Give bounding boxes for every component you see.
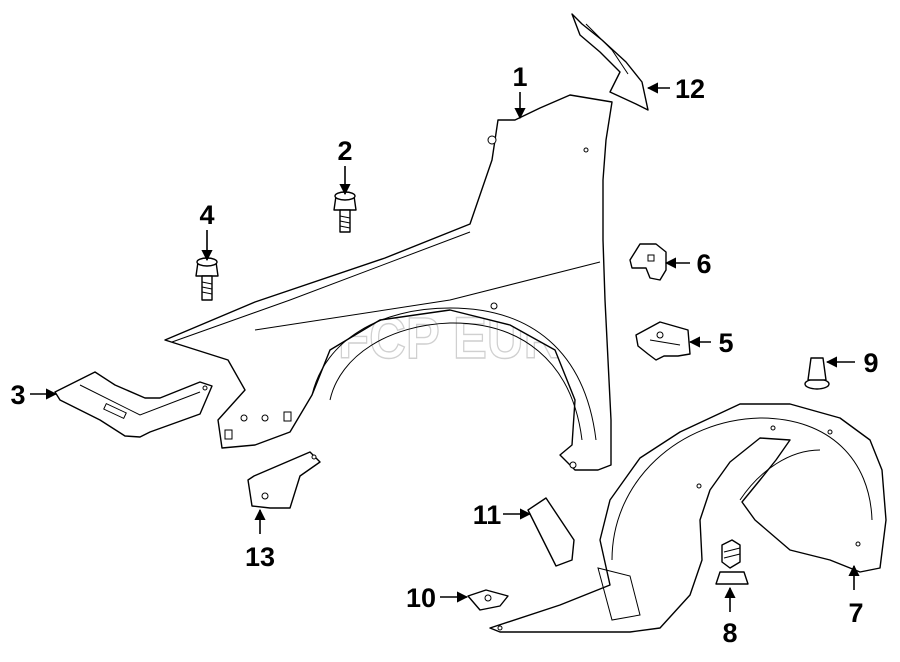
part-bolt-2[interactable] xyxy=(333,191,357,233)
part-seal-pad[interactable] xyxy=(527,497,575,567)
part-mounting-bracket-5[interactable] xyxy=(635,321,691,361)
part-clip-bracket-6[interactable] xyxy=(629,243,667,281)
callout-1: 1 xyxy=(512,62,527,92)
callout-2: 2 xyxy=(337,136,352,166)
callout-7: 7 xyxy=(848,598,863,628)
callout-4: 4 xyxy=(199,200,214,230)
callout-9: 9 xyxy=(863,348,878,378)
callout-5: 5 xyxy=(718,328,733,358)
part-fender-liner[interactable] xyxy=(489,403,887,633)
callout-10: 10 xyxy=(406,583,436,613)
part-screw[interactable] xyxy=(715,539,749,585)
part-front-bracket[interactable] xyxy=(54,371,213,438)
part-push-clip[interactable] xyxy=(804,357,830,390)
callout-8: 8 xyxy=(722,618,737,648)
callout-labels: 1 2 3 4 5 6 7 8 9 10 11 12 13 xyxy=(10,62,878,648)
leader-lines xyxy=(30,82,860,612)
callout-13: 13 xyxy=(245,542,275,572)
part-nut-clip[interactable] xyxy=(467,589,509,611)
callout-12: 12 xyxy=(675,74,705,104)
part-lower-bracket[interactable] xyxy=(247,451,321,509)
callout-3: 3 xyxy=(10,380,25,410)
part-upper-bracket[interactable] xyxy=(571,13,649,111)
part-bolt-4[interactable] xyxy=(195,257,219,301)
callout-11: 11 xyxy=(473,500,502,530)
callout-6: 6 xyxy=(696,249,711,279)
part-fender[interactable] xyxy=(164,94,613,471)
